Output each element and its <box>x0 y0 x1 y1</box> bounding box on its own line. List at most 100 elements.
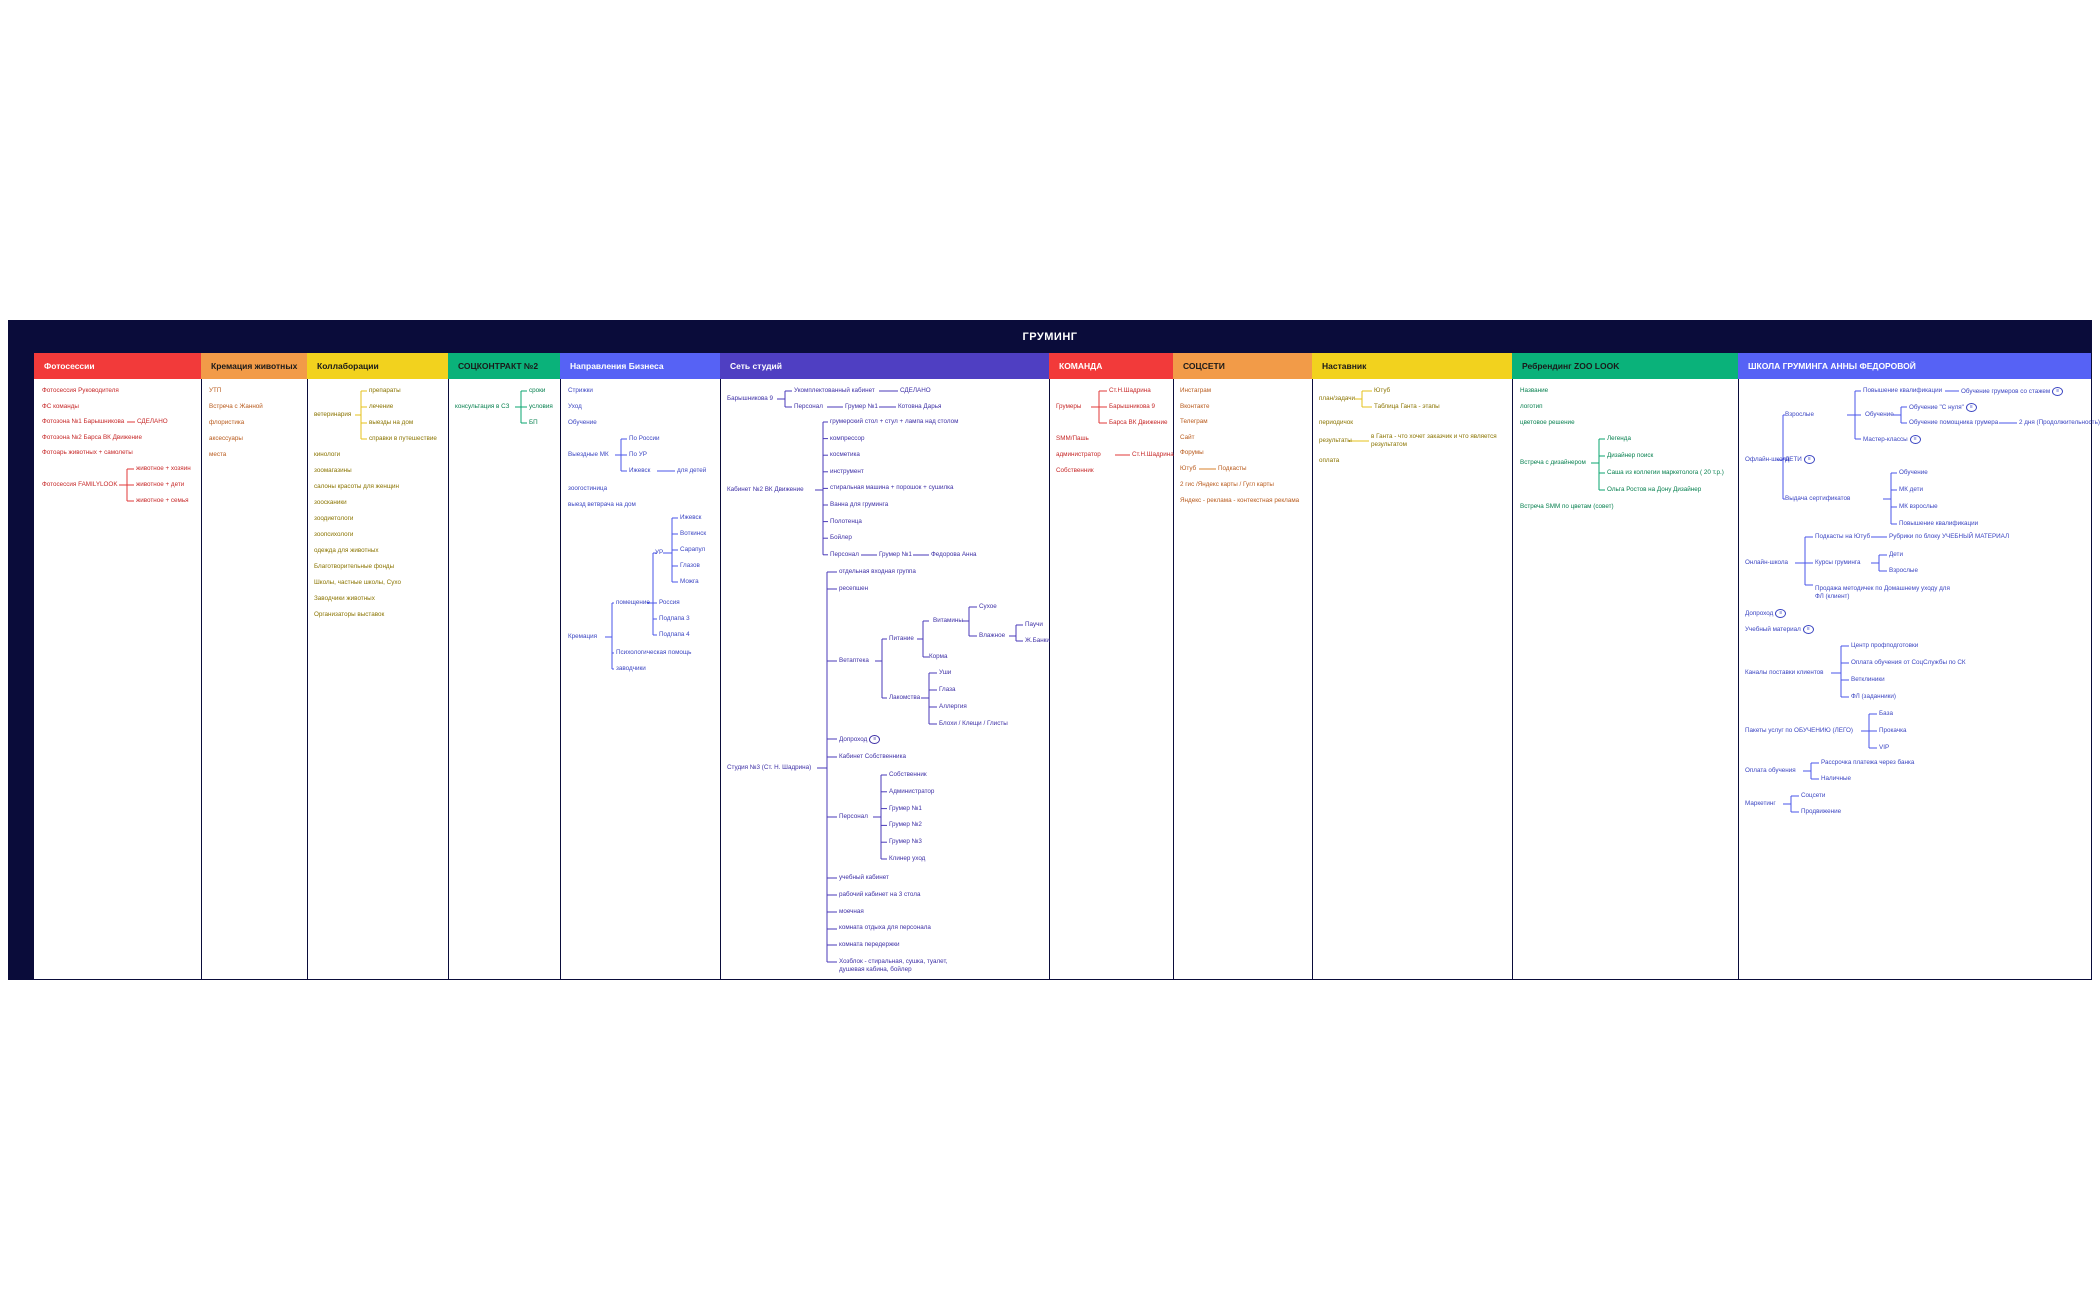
column-divider <box>1512 379 1513 979</box>
plan-child: Таблица Ганта - этапы <box>1374 403 1440 410</box>
column-divider <box>307 379 308 979</box>
meet-child: Дизайнер поиск <box>1607 452 1654 459</box>
admin-node: администратор <box>1056 451 1101 458</box>
manual-node: Продажа методичек по Домашнему уходу для… <box>1815 585 1950 600</box>
photo-item: Фотосессия FAMILYLOOK <box>42 481 118 488</box>
s3-item: комната отдыха для персонала <box>839 924 931 932</box>
collab-item: одежда для животных <box>314 547 379 554</box>
consult-child: БП <box>529 419 538 426</box>
vet-child: справки в путешествие <box>369 435 437 442</box>
family-item: животное + хозяин <box>136 465 191 472</box>
k2-child: Персонал <box>830 550 859 558</box>
channel-child: Оплата обучения от СоцСлужбы по СК <box>1851 659 1966 666</box>
pay-node: оплата <box>1319 457 1340 464</box>
staff-child: Грумер №1 <box>889 804 922 812</box>
meet-child: Саша из коллегии маркетолога ( 20 т.р.) <box>1607 469 1724 476</box>
vit-node: Витамины <box>933 617 963 624</box>
learn-child: Обучение "С нуля"≡ <box>1909 403 1977 412</box>
lak-child: Блохи / Клещи / Глисты <box>939 720 1008 727</box>
p3-node: Подпапа 3 <box>659 615 690 622</box>
pack-child: База <box>1879 710 1893 717</box>
socnet-item: 2 гис /Яндекс карты / Гугл карты <box>1180 481 1274 488</box>
cert-child: МК взрослые <box>1899 503 1938 510</box>
staff-node: Персонал <box>839 813 868 820</box>
owner-node: Собственник <box>1056 467 1094 474</box>
vet-child: препараты <box>369 387 401 394</box>
socnet-item: Телеграм <box>1180 418 1208 425</box>
crem-node: Кремация <box>568 633 598 640</box>
mk-child: По России <box>629 435 660 442</box>
cremation-item: Встреча с Жанной <box>209 403 263 410</box>
collab-item: кинологи <box>314 451 341 458</box>
period-node: периодичок <box>1319 419 1354 426</box>
column-header-10: Ребрендинг ZOO LOOK <box>1512 353 1738 379</box>
pay-child: Наличные <box>1821 775 1852 782</box>
photo-item: Фотоарь животных + самолеты <box>42 449 133 456</box>
korm-node: Корма <box>929 653 948 660</box>
socnet-item: Форумы <box>1180 449 1204 456</box>
smm-node: SMM/Пашь <box>1056 435 1089 442</box>
plan-child: Ютуб <box>1374 387 1391 394</box>
k2-child: грумерский стол + стул + лампа над столо… <box>830 418 959 425</box>
q-node: Повышение квалификации <box>1863 387 1943 394</box>
rebrand-item: цветовое решение <box>1520 419 1575 426</box>
room-node: помещение <box>616 599 650 606</box>
rebrand-item: логотип <box>1520 403 1543 410</box>
done-label: СДЕЛАНО <box>900 387 931 394</box>
mat-node: Учебный материал≡ <box>1745 625 1814 634</box>
zoo-node: зоогостиница <box>568 485 608 492</box>
lak-node: Лакомства <box>889 694 921 701</box>
rebrand-item: Название <box>1520 387 1549 394</box>
russia-node: Россия <box>659 599 680 606</box>
photo-item: Фотосессия Руководителя <box>42 387 119 394</box>
groomer-name: Федорова Анна <box>931 551 977 558</box>
column-header-5: Направления Бизнеса <box>560 353 720 379</box>
yt-node: Подкасты на Ютуб <box>1815 533 1871 540</box>
lak-child: Уши <box>939 669 952 676</box>
courses-child: Дети <box>1889 551 1903 558</box>
family-item: животное + дети <box>136 481 185 488</box>
vit-child: Влажное <box>979 632 1006 639</box>
column-header-3: Коллаборации <box>307 353 448 379</box>
staff-child: Клинер уход <box>889 855 926 862</box>
groomer-node: Грумер №1 <box>845 403 878 410</box>
s3-item: ресепшен <box>839 585 869 592</box>
socnet-item: Сайт <box>1180 434 1195 441</box>
bar-node: Барышникова 9 <box>727 395 774 402</box>
k2-child: компрессор <box>830 434 865 442</box>
ur-child: Сарапул <box>680 546 706 553</box>
cert-node: Выдача сертификатов <box>1785 495 1851 502</box>
consult-child: условия <box>529 403 553 410</box>
psy-node: Психологическая помощь <box>616 649 692 656</box>
breeders-node: заводчики <box>616 665 646 672</box>
ur-child: Ижевск <box>680 514 702 521</box>
vet-child: лечение <box>369 403 394 410</box>
s3-item: учебный кабинет <box>839 874 889 881</box>
bar-child: Укомплектованный кабинет <box>794 387 875 394</box>
column-header-8: СОЦСЕТИ <box>1173 353 1312 379</box>
days-node: 2 дня (Продолжительность) <box>2019 419 2100 426</box>
pit-node: Питание <box>889 635 914 642</box>
note-icon: ≡ <box>1909 435 1921 444</box>
doc-node: Допроход≡ <box>839 735 881 744</box>
mk-child: По УР <box>629 451 647 458</box>
s3-item: моечная <box>839 907 864 915</box>
q-child: Обучение грумеров со стажем≡ <box>1961 387 2064 396</box>
photo-item: ФС команды <box>42 403 79 410</box>
wet-child: Паучи <box>1025 621 1043 628</box>
consult-node: консультация в СЗ <box>455 403 510 410</box>
column-divider <box>1049 379 1050 979</box>
courses-child: Взрослые <box>1889 567 1918 574</box>
adults-node: Взрослые <box>1785 411 1814 418</box>
board-title: ГРУМИНГ <box>9 321 2091 353</box>
note-icon: ≡ <box>2052 387 2064 396</box>
note-icon: ≡ <box>1802 625 1814 634</box>
staff-child: Администратор <box>889 787 935 795</box>
column-divider <box>1173 379 1174 979</box>
column-divider <box>1738 379 1739 979</box>
yt-child: Рубрики по блоку УЧЕБНЫЙ МАТЕРИАЛ <box>1889 533 2010 540</box>
note-icon: ≡ <box>869 735 881 744</box>
socnet-item: Инстаграм <box>1180 387 1212 394</box>
column-header-9: Наставник <box>1312 353 1512 379</box>
socnet-item: Вконтакте <box>1180 403 1210 410</box>
